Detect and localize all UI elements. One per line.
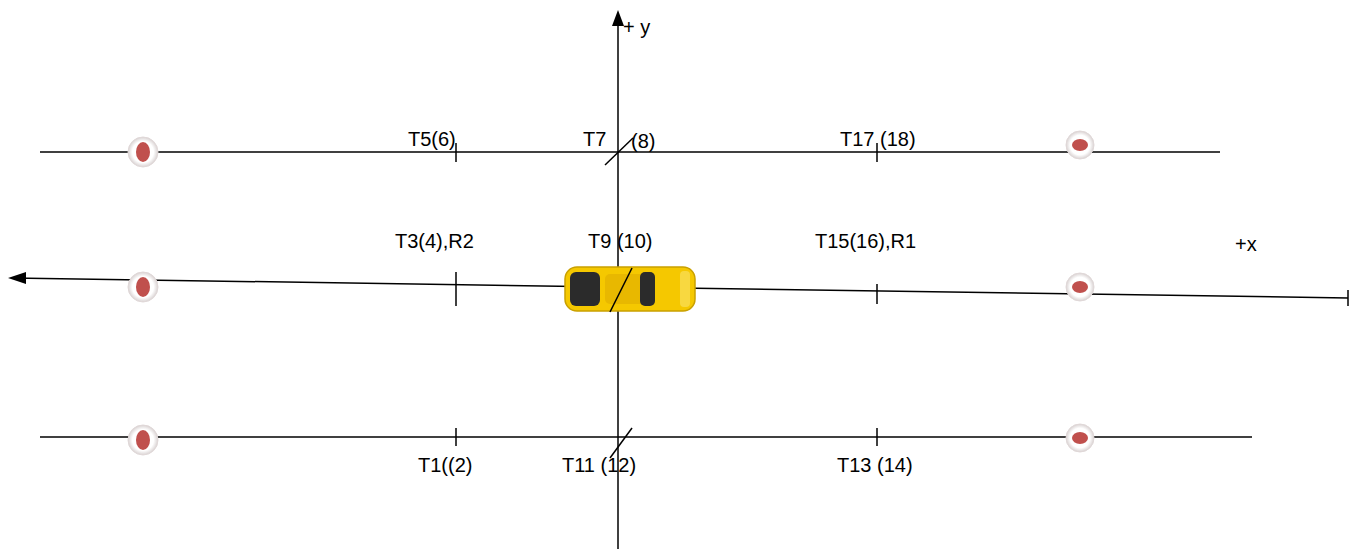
y-arrowhead [612, 10, 624, 26]
ticks [456, 138, 877, 458]
point-label: T13 (14) [837, 454, 913, 476]
top-line [40, 151, 1220, 153]
point-label: T9 (10) [588, 230, 652, 252]
point-label: T11 (12) [562, 454, 636, 476]
point-label: T7 [583, 128, 606, 150]
point-label: T17 (18) [840, 128, 916, 150]
markers [128, 131, 1094, 455]
point-label: T15(16),R1 [815, 230, 916, 252]
point-label: + y [623, 16, 650, 38]
point-label: T3(4),R2 [395, 230, 474, 252]
point-label: T5(6) [408, 128, 456, 150]
x-arrowhead [8, 272, 26, 284]
car [565, 267, 695, 312]
point-label: +x [1235, 233, 1257, 255]
point-label: (8) [631, 130, 655, 152]
point-label: T1((2) [418, 454, 472, 476]
x-axis-end [1347, 290, 1349, 306]
